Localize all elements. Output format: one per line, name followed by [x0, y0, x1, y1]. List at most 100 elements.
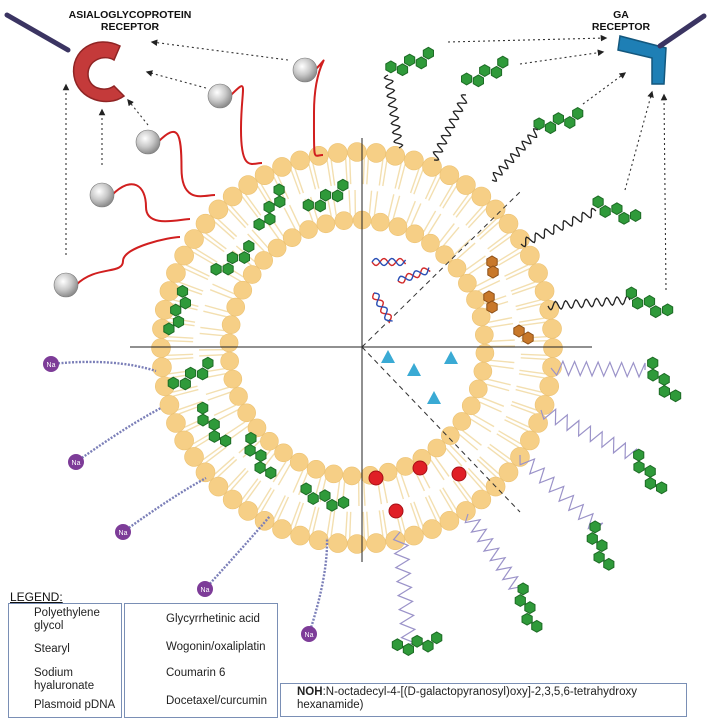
- lipid-head-outer: [439, 511, 460, 531]
- lipid-head-outer: [254, 511, 275, 531]
- lipid-head-outer: [151, 338, 171, 358]
- docetaxel-molecule: [412, 460, 428, 476]
- lipid-head-outer: [498, 213, 519, 234]
- glycyrrhetinic-acid-molecule: [167, 356, 214, 391]
- glycyrrhetinic-acid-molecule: [461, 55, 509, 88]
- lipid-head-outer: [174, 430, 194, 451]
- lipid-head-outer: [422, 157, 442, 177]
- legend-docetaxel-label: Docetaxel/curcumin: [166, 695, 267, 707]
- lipid-head-inner: [233, 280, 253, 300]
- legend-coumarin-label: Coumarin 6: [166, 667, 226, 679]
- lipid-head-inner: [427, 438, 447, 458]
- lipid-head-inner: [473, 361, 493, 381]
- lipid-head-inner: [316, 214, 336, 234]
- peg-chain: [520, 207, 597, 248]
- lipid-head-inner: [254, 251, 273, 270]
- lipid-head-inner: [471, 307, 491, 327]
- lipid-head-outer: [528, 263, 548, 283]
- lipid-head-inner: [299, 220, 318, 239]
- lipid-head-inner: [452, 412, 472, 431]
- stearyl-chain: [550, 359, 646, 379]
- lipid-head-outer: [542, 357, 562, 378]
- lipid-head-inner: [370, 212, 390, 232]
- lipid-head-inner: [282, 228, 302, 247]
- lipid-head-outer: [327, 533, 348, 553]
- lipid-head-outer: [272, 519, 292, 539]
- lipid-head-outer: [159, 395, 180, 415]
- lipid-head-outer: [498, 462, 519, 483]
- lipid-head-inner: [334, 211, 354, 230]
- lipid-head-inner: [468, 379, 488, 399]
- docetaxel-molecule: [368, 470, 384, 486]
- lipid-head-outer: [385, 145, 406, 166]
- noh-tether: [157, 130, 216, 198]
- lipid-head-outer: [184, 229, 204, 249]
- lipid-head-inner: [458, 273, 477, 293]
- glycyrrhetinic-acid-molecule: [592, 195, 642, 225]
- glycyrrhetinic-acid-molecule: [253, 183, 286, 231]
- ga-receptor-label: GA RECEPTOR: [591, 9, 651, 33]
- legend-box-middle: [124, 603, 278, 718]
- glycyrrhetinic-acid-molecule: [300, 482, 350, 512]
- lipid-head-outer: [222, 489, 243, 510]
- lipid-head-outer: [174, 245, 194, 266]
- lipid-head-outer: [471, 489, 492, 510]
- lipid-head-outer: [439, 165, 460, 185]
- glycyrrhetinic-acid-molecule: [244, 431, 277, 480]
- lipid-head-inner: [342, 466, 362, 486]
- lipid-head-outer: [166, 413, 186, 433]
- hyaluronate-chain: [204, 515, 271, 590]
- lipid-head-inner: [421, 233, 440, 253]
- lipid-head-outer: [520, 430, 540, 451]
- lipid-head-inner: [274, 443, 293, 463]
- lipid-head-outer: [238, 501, 258, 521]
- lipid-head-outer: [510, 229, 530, 249]
- glycyrrhetinic-acid-molecule: [625, 286, 674, 319]
- wogonin-molecule: [444, 351, 458, 364]
- glycyrrhetinic-acid-molecule: [633, 448, 668, 495]
- plasmid-dna: [397, 267, 431, 284]
- lipid-head-outer: [539, 376, 560, 397]
- lipid-head-inner: [219, 333, 239, 353]
- lipid-head-outer: [485, 199, 506, 220]
- lipid-head-outer: [327, 143, 348, 163]
- lipid-head-outer: [254, 165, 275, 185]
- targeting-arrow: [660, 93, 668, 291]
- asgpr-label: ASIALOGLYCOPROTEIN RECEPTOR: [68, 9, 192, 33]
- cargo-molecules: [163, 178, 534, 519]
- hyaluronate-chain: [307, 537, 329, 635]
- lipid-head-outer: [542, 318, 562, 339]
- targeting-arrow: [624, 90, 654, 191]
- lipid-head-outer: [159, 281, 180, 301]
- lipid-head-outer: [308, 530, 329, 551]
- glycyrrhetinic-acid-molecule: [197, 401, 232, 448]
- lipid-head-inner: [223, 369, 243, 389]
- lipid-head-outer: [456, 501, 476, 521]
- lipid-bilayer: [151, 142, 563, 554]
- lipid-head-outer: [347, 142, 367, 162]
- lipid-head-outer: [208, 476, 229, 497]
- glycyrrhetinic-acid-molecule: [391, 631, 443, 656]
- stearyl-chain: [540, 408, 638, 460]
- lipid-head-outer: [208, 199, 229, 220]
- peg-chain: [383, 74, 404, 149]
- lipid-head-outer: [422, 519, 442, 539]
- lipid-head-inner: [260, 432, 279, 451]
- lipid-head-outer: [366, 533, 387, 553]
- lipid-head-inner: [220, 351, 239, 371]
- wogonin-molecule: [381, 350, 395, 363]
- plasmid-dna: [371, 292, 393, 324]
- noh-tether: [111, 183, 191, 223]
- targeting-arrows: [62, 34, 668, 291]
- lipid-head-inner: [441, 426, 460, 445]
- lipid-head-outer: [272, 157, 292, 177]
- legend-noh-label: NOH:N-octadecyl-4-[(D-galactopyranosyl)o…: [297, 686, 638, 711]
- lipid-head-outer: [456, 175, 476, 195]
- glycyrrhetinic-acid-molecule: [514, 582, 543, 633]
- wogonin-molecule: [427, 391, 441, 404]
- lipid-head-inner: [221, 315, 241, 335]
- coumarin-6-molecule: [522, 331, 534, 345]
- legend-pdna-label: Plasmoid pDNA: [34, 699, 116, 711]
